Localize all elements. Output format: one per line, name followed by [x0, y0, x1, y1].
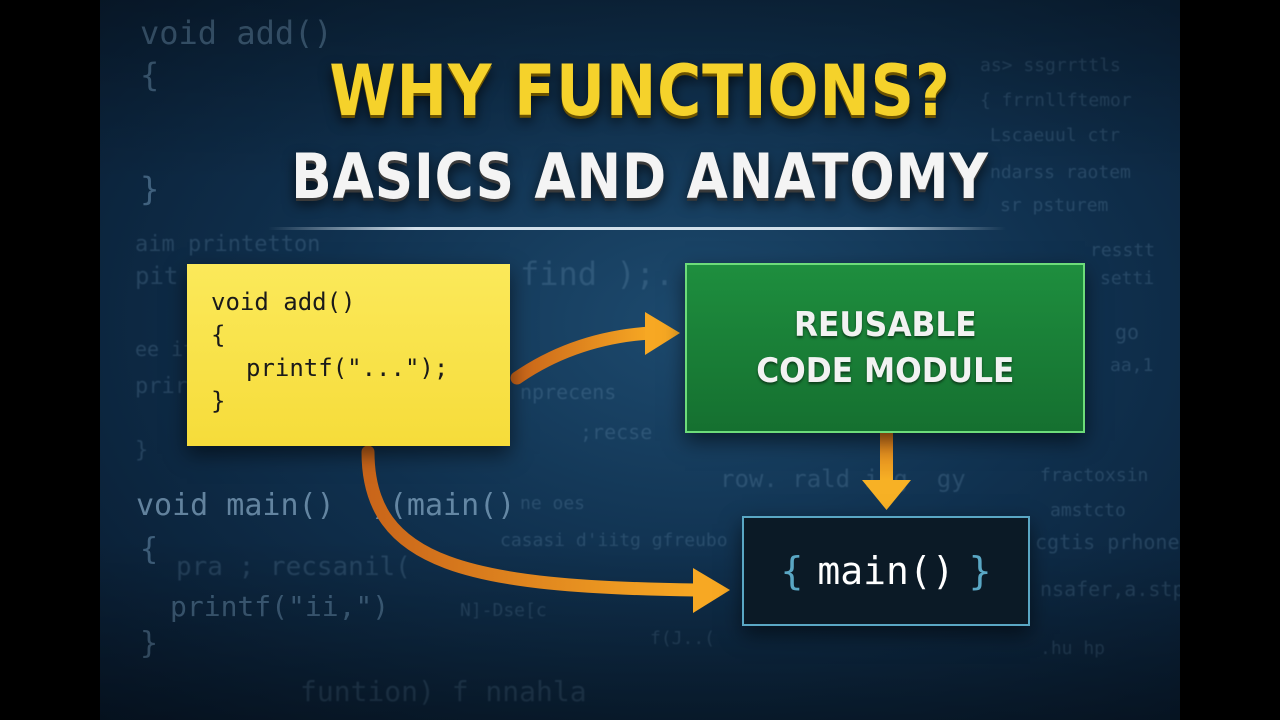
- bg-code-line: .hu hp: [1040, 638, 1106, 659]
- bg-code-void-main: void main() )(main(): [136, 488, 516, 523]
- bg-code-line: find );.: [520, 255, 675, 293]
- main-function-label: main(): [817, 549, 955, 593]
- bg-code-brace: }: [140, 626, 159, 661]
- bg-code-brace: {: [140, 532, 159, 567]
- title: WHY FUNCTIONS?: [329, 50, 951, 132]
- bg-code-line: prir: [135, 374, 188, 399]
- bg-code-line: fractoxsin: [1040, 465, 1149, 486]
- bg-code-line: row. rald ifg gy: [720, 465, 966, 493]
- bg-code-brace: {: [140, 56, 160, 94]
- bg-code-line: ne oes: [520, 493, 586, 514]
- bg-code-line: aa,1: [1110, 355, 1154, 376]
- code-line-close-brace: }: [211, 387, 226, 415]
- bg-code-line: resstt: [1090, 240, 1156, 261]
- open-brace: {: [780, 549, 804, 593]
- title-divider: [268, 227, 1006, 230]
- bg-code-line: pit: [135, 262, 179, 290]
- module-label-line2: CODE MODULE: [755, 351, 1015, 391]
- bg-code-line: nsafer,a.stp: [1040, 577, 1180, 601]
- code-line-printf: printf("...");: [246, 354, 449, 382]
- bg-code-line: go: [1115, 320, 1140, 344]
- bg-code-line: }: [135, 438, 149, 463]
- bg-code-line: amstcto: [1050, 500, 1126, 521]
- subtitle: BASICS AND ANATOMY: [291, 140, 989, 213]
- bg-code-brace: }: [140, 170, 160, 208]
- bg-code-line: setti: [1100, 268, 1155, 289]
- bg-code-line: cgtis prhone: [1035, 530, 1180, 554]
- bg-code-line: aim printetton: [135, 232, 321, 257]
- bg-code-printf: printf("ii,"): [170, 590, 390, 623]
- bg-code-line: funtion) f nnahla: [300, 675, 587, 708]
- module-label-line1: REUSABLE: [793, 305, 977, 345]
- bg-code-void-add: void add(): [140, 14, 333, 52]
- bg-code-line: f(J..(: [650, 628, 716, 649]
- bg-code-line: casasi d'iitg gfreubo: [500, 530, 728, 551]
- bg-code-line: nprecens: [520, 380, 617, 404]
- code-line-signature: void add(): [211, 288, 356, 316]
- code-line-open-brace: {: [211, 321, 226, 349]
- reusable-module-box: REUSABLE CODE MODULE: [685, 263, 1085, 433]
- bg-code-line: N]-Dse[c: [460, 600, 547, 621]
- bg-code-line: pra ; recsanil(: [176, 552, 411, 582]
- close-brace: }: [968, 549, 992, 593]
- main-function-box: { main() }: [742, 516, 1030, 626]
- bg-code-line: ;recse: [580, 420, 653, 444]
- code-sticky-note: void add() { printf("..."); }: [187, 264, 510, 446]
